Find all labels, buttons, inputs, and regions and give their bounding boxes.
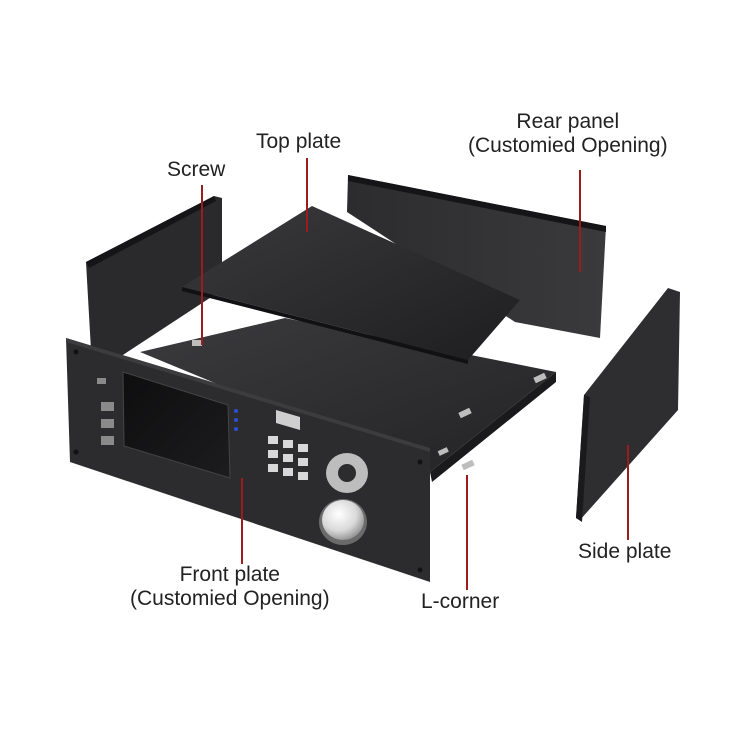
display-screen [122, 371, 231, 479]
label-rear-panel-line1: Rear panel [516, 110, 620, 133]
leader-lines [201, 158, 629, 590]
label-front-plate-line1: Front plate [179, 563, 280, 586]
top-plate [182, 206, 520, 364]
keypad [268, 436, 308, 480]
left-side-plate [86, 196, 222, 370]
status-leds [234, 409, 238, 431]
label-screw: Screw [167, 158, 225, 182]
label-screw-text: Screw [167, 158, 226, 181]
mounting-holes [73, 349, 423, 573]
label-rear-panel-line2: (Customied Opening) [468, 134, 668, 157]
navigation-pad [326, 453, 368, 493]
rotary-knob [319, 499, 367, 545]
label-top-plate-text: Top plate [256, 130, 342, 153]
label-front-plate: Front plate (Customied Opening) [130, 563, 330, 611]
label-front-plate-line2: (Customied Opening) [130, 587, 330, 610]
label-side-plate-text: Side plate [578, 540, 672, 563]
rear-panel [347, 175, 606, 338]
front-ports [97, 378, 114, 445]
right-side-plate [576, 288, 680, 522]
l-corner-brackets [192, 340, 547, 471]
label-rear-panel: Rear panel (Customied Opening) [468, 110, 668, 158]
label-l-corner-text: L-corner [421, 590, 500, 613]
lcd-window [276, 410, 300, 430]
front-plate [66, 338, 430, 582]
label-l-corner: L-corner [421, 590, 499, 614]
label-top-plate: Top plate [256, 130, 341, 154]
label-side-plate: Side plate [578, 540, 671, 564]
